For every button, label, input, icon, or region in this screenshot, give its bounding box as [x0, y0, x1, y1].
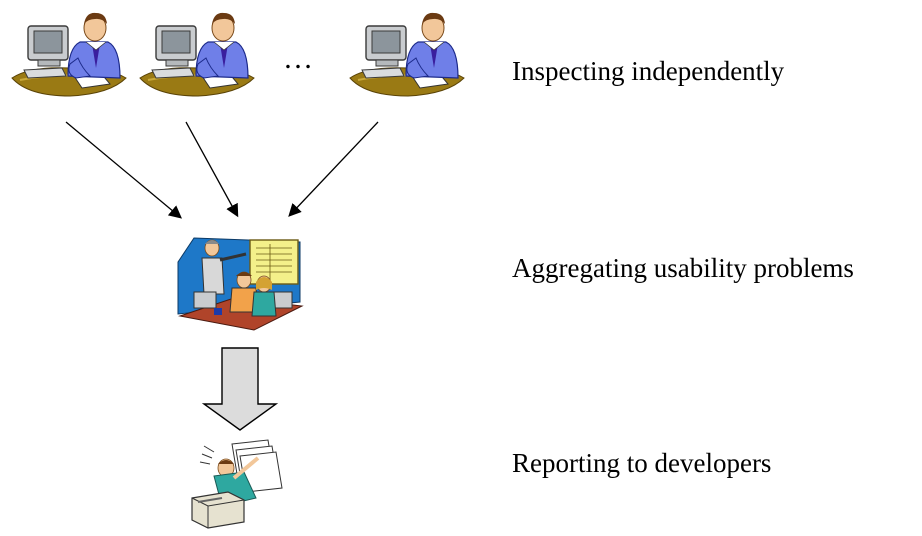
arrow-inspector-1: [65, 121, 182, 219]
inspector-1-icon: [11, 12, 127, 97]
stage-label-aggregating: Aggregating usability problems: [512, 253, 854, 283]
team-meeting-presentation-icon: [177, 237, 304, 331]
report-printing-icon: [191, 439, 283, 529]
more-inspectors-ellipsis: …: [283, 42, 316, 75]
stage-label-inspecting: Inspecting independently: [512, 56, 785, 86]
stage-label-reporting: Reporting to developers: [512, 448, 772, 478]
arrow-inspector-2: [185, 121, 239, 218]
arrow-inspector-3: [288, 121, 379, 217]
block-arrow-down: [201, 347, 279, 431]
